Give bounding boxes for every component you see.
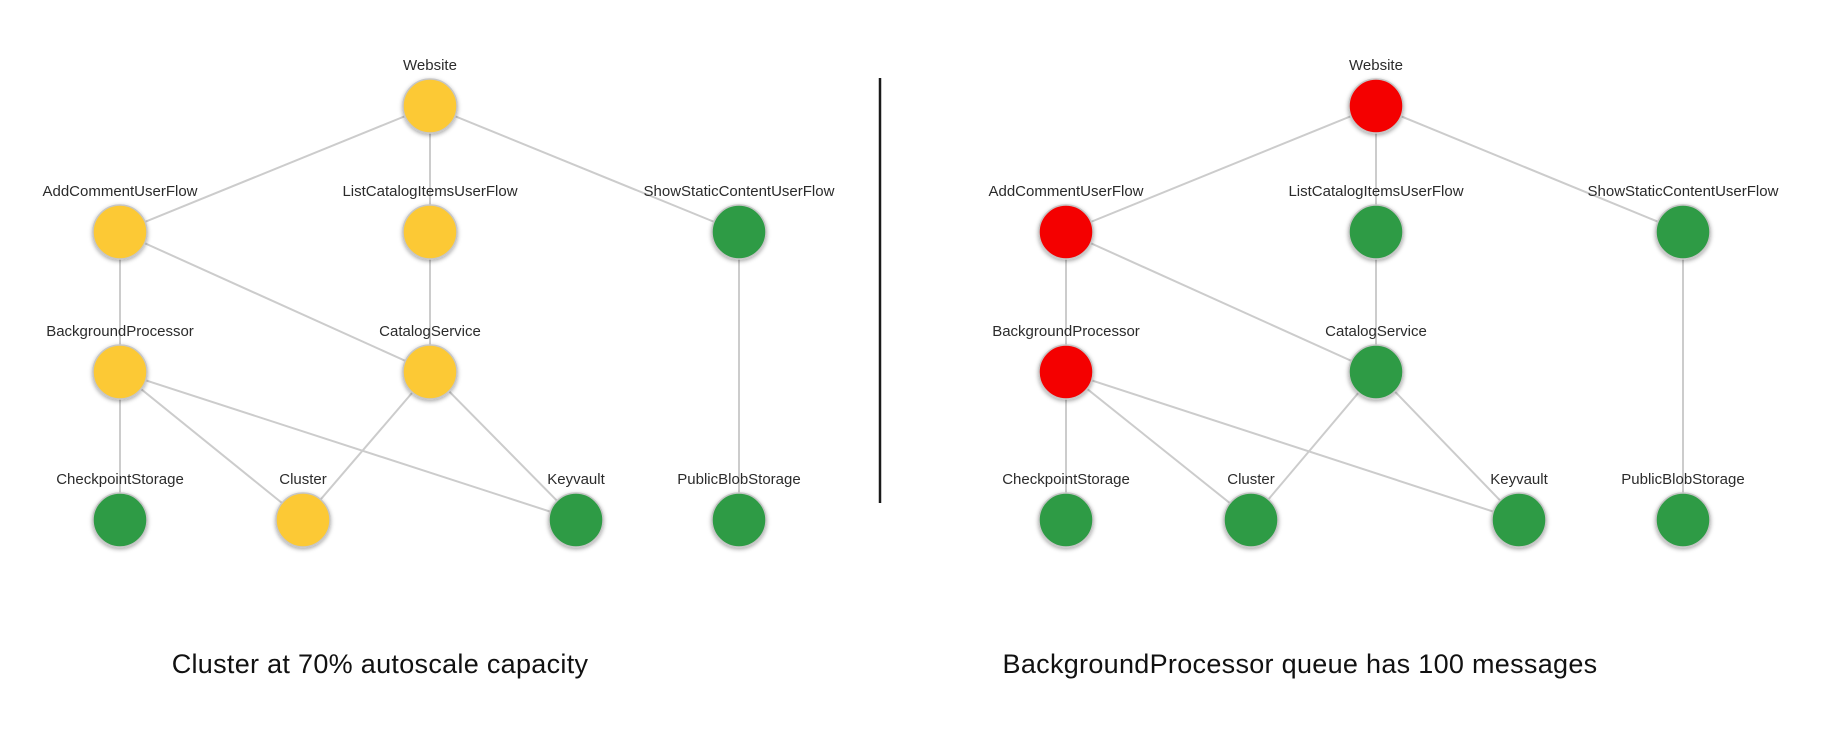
node-label-Website: Website [1349,57,1403,74]
node-label-ListCatalogItemsUserFlow: ListCatalogItemsUserFlow [342,183,517,200]
node-Cluster [275,492,331,548]
edge-BackgroundProcessor-Keyvault [119,371,577,521]
node-ListCatalogItemsUserFlow [1348,204,1404,260]
edge-BackgroundProcessor-Cluster [1065,371,1252,521]
node-label-BackgroundProcessor: BackgroundProcessor [992,323,1140,340]
node-label-Keyvault: Keyvault [547,471,605,488]
node-PublicBlobStorage [711,492,767,548]
node-Keyvault [1491,492,1547,548]
node-Keyvault [548,492,604,548]
node-BackgroundProcessor [1038,344,1094,400]
edge-Website-ShowStaticContentUserFlow [1375,105,1684,233]
node-label-CatalogService: CatalogService [1325,323,1427,340]
node-label-CheckpointStorage: CheckpointStorage [56,471,184,488]
node-ListCatalogItemsUserFlow [402,204,458,260]
edge-Website-AddCommentUserFlow [119,105,431,233]
node-Website [1348,78,1404,134]
left-caption: Cluster at 70% autoscale capacity [171,649,589,679]
node-label-CatalogService: CatalogService [379,323,481,340]
edge-CatalogService-Keyvault [1375,371,1520,521]
node-Cluster [1223,492,1279,548]
edge-BackgroundProcessor-Keyvault [1065,371,1520,521]
node-label-Keyvault: Keyvault [1490,471,1548,488]
edge-Website-AddCommentUserFlow [1065,105,1377,233]
node-CheckpointStorage [92,492,148,548]
node-Website [402,78,458,134]
right-caption: BackgroundProcessor queue has 100 messag… [1002,649,1598,679]
node-CatalogService [402,344,458,400]
node-label-BackgroundProcessor: BackgroundProcessor [46,323,194,340]
node-label-ShowStaticContentUserFlow: ShowStaticContentUserFlow [1588,183,1779,200]
node-AddCommentUserFlow [1038,204,1094,260]
node-ShowStaticContentUserFlow [711,204,767,260]
node-label-ShowStaticContentUserFlow: ShowStaticContentUserFlow [644,183,835,200]
node-PublicBlobStorage [1655,492,1711,548]
node-label-Cluster: Cluster [279,471,327,488]
node-label-Cluster: Cluster [1227,471,1275,488]
node-label-AddCommentUserFlow: AddCommentUserFlow [42,183,197,200]
edge-BackgroundProcessor-Cluster [119,371,304,521]
node-label-PublicBlobStorage: PublicBlobStorage [1621,471,1744,488]
node-ShowStaticContentUserFlow [1655,204,1711,260]
node-CheckpointStorage [1038,492,1094,548]
edge-AddCommentUserFlow-CatalogService [119,231,431,373]
node-AddCommentUserFlow [92,204,148,260]
node-label-CheckpointStorage: CheckpointStorage [1002,471,1130,488]
edge-CatalogService-Keyvault [429,371,577,521]
node-label-PublicBlobStorage: PublicBlobStorage [677,471,800,488]
edge-Website-ShowStaticContentUserFlow [429,105,740,233]
edge-CatalogService-Cluster [1250,371,1377,521]
edge-CatalogService-Cluster [302,371,431,521]
node-label-AddCommentUserFlow: AddCommentUserFlow [988,183,1143,200]
node-label-ListCatalogItemsUserFlow: ListCatalogItemsUserFlow [1288,183,1463,200]
edge-AddCommentUserFlow-CatalogService [1065,231,1377,373]
node-BackgroundProcessor [92,344,148,400]
node-label-Website: Website [403,57,457,74]
node-CatalogService [1348,344,1404,400]
